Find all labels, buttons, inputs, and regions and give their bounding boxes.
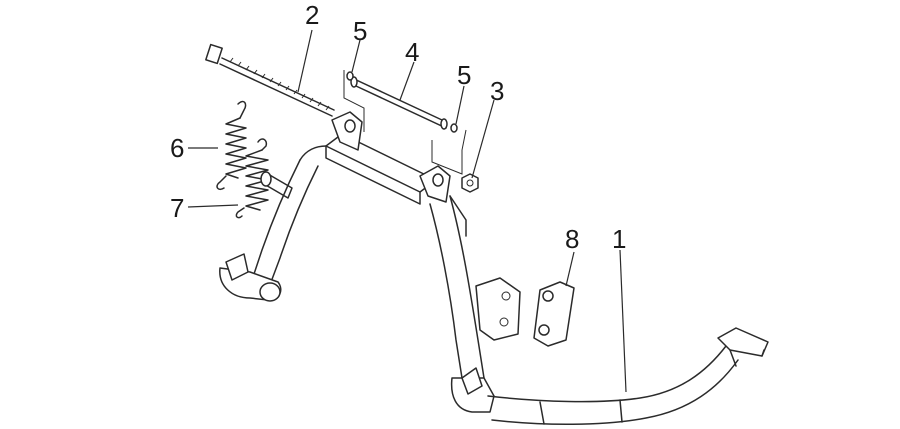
leader-lines	[187, 29, 627, 393]
part-4-pin	[350, 76, 448, 130]
stand-bracket-plate	[475, 277, 521, 341]
callout-3: 3	[490, 76, 504, 106]
callout-2: 2	[305, 0, 319, 30]
pin-bracket-outline-left	[343, 70, 365, 132]
pin-bracket-outline-right	[431, 129, 467, 175]
leader-2	[297, 29, 313, 93]
leader-4	[399, 61, 415, 101]
part-3-nut	[461, 173, 479, 193]
leader-8	[565, 251, 575, 287]
part-5-washer-left	[346, 71, 354, 81]
leader-3	[471, 99, 495, 179]
part-5-washer-right	[450, 123, 458, 133]
callout-5-right: 5	[457, 60, 471, 90]
part-6-spring	[216, 100, 247, 191]
leader-7	[187, 204, 239, 208]
leader-5b	[455, 85, 465, 125]
callout-6: 6	[170, 133, 184, 163]
part-1-stand-frame	[219, 111, 769, 426]
callout-5-left: 5	[353, 16, 367, 46]
callout-labels: 1 2 3 4 5 5 6 7 8	[170, 0, 626, 254]
callout-4: 4	[405, 37, 419, 67]
part-8-rubber-pad	[533, 281, 575, 347]
leader-5a	[351, 39, 361, 73]
leader-1	[619, 249, 627, 393]
callout-7: 7	[170, 193, 184, 223]
callout-1: 1	[612, 224, 626, 254]
part-2-bolt	[205, 43, 335, 117]
callout-8: 8	[565, 224, 579, 254]
